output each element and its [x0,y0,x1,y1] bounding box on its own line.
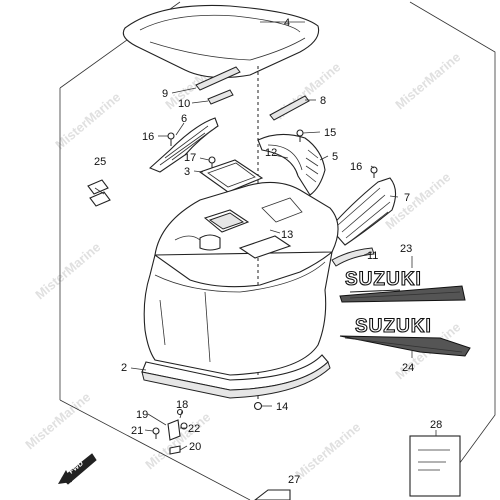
callout-15: 15 [324,127,336,139]
seal-strip-9 [195,66,241,91]
callout-3: 3 [184,166,190,178]
suzuki-decal-text-24: SUZUKI [355,316,432,337]
fastener-group [152,129,378,455]
seal-strip-10 [207,89,234,105]
panel-3 [198,159,264,193]
callout-12: 12 [265,147,277,159]
callout-22: 22 [188,423,200,435]
callout-5: 5 [332,151,338,163]
watermark-text: MisterMarine [52,89,123,152]
callout-18: 18 [176,399,188,411]
watermark-text: MisterMarine [392,49,463,112]
callout-labels: 4 9 10 8 6 16 15 12 17 5 3 16 25 7 13 11… [94,17,442,486]
callout-17: 17 [184,152,196,164]
callout-11: 11 [367,250,378,262]
callout-7: 7 [404,192,410,204]
callout-24: 24 [402,362,414,374]
left-vent-6 [148,117,219,173]
emblem-25 [87,179,111,207]
part-27 [254,489,291,500]
callout-8: 8 [320,95,326,107]
callout-23: 23 [400,243,412,255]
callout-20: 20 [189,441,201,453]
callout-21: 21 [131,425,143,437]
rear-vent-12 [257,133,326,196]
callout-14: 14 [276,401,288,413]
suzuki-decal-text-23: SUZUKI [345,269,422,290]
callout-19: 19 [136,409,148,421]
callout-4: 4 [284,17,290,29]
watermark-text: MisterMarine [142,409,213,472]
callout-13: 13 [281,229,293,241]
decal-23: SUZUKI [339,268,466,303]
callout-2: 2 [121,362,127,374]
leader-lines [130,21,437,451]
fwd-arrow-icon: FWD [58,453,97,485]
seal-strip-8 [269,95,310,121]
callout-28: 28 [430,419,442,431]
seal-strip-11 [331,247,375,267]
callout-16b: 16 [350,161,362,173]
right-vent-7 [329,177,397,246]
callout-6: 6 [181,113,187,125]
top-cover-lid [122,4,320,405]
callout-10: 10 [178,98,190,110]
watermark-text: MisterMarine [22,389,93,452]
decal-24: SUZUKI [339,315,471,357]
callout-25: 25 [94,156,106,168]
watermark-text: MisterMarine [292,419,363,482]
callout-27: 27 [288,474,300,486]
label-sheet-28 [409,435,461,497]
main-cowling [141,181,339,399]
watermark-text: MisterMarine [32,239,103,302]
callout-9: 9 [162,88,168,100]
callout-16a: 16 [142,131,154,143]
watermark-layer: MisterMarine MisterMarine MisterMarine M… [22,49,463,482]
